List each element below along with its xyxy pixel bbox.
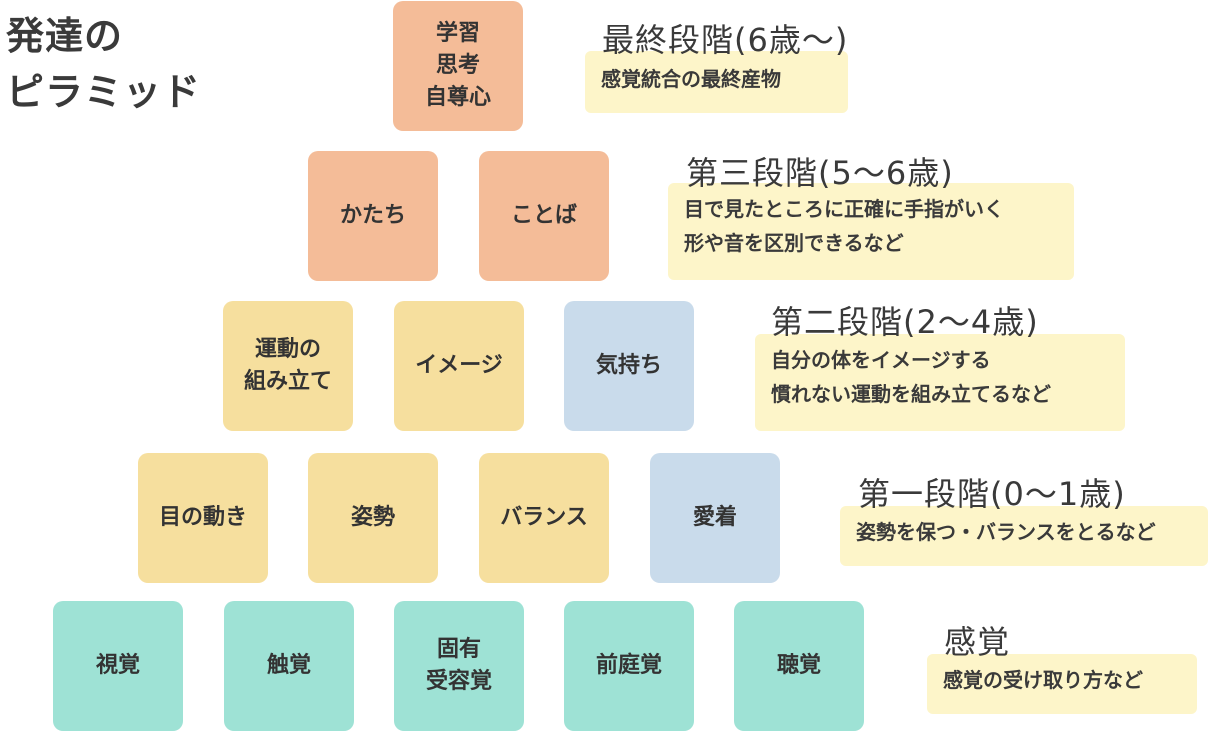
box-learning-thinking-self-esteem: 学習 思考 自尊心	[393, 1, 523, 131]
box-feelings: 気持ち	[564, 301, 694, 431]
note-final-stage: 感覚統合の最終産物	[585, 51, 848, 113]
note-second-line-2: 慣れない運動を組み立てるなど	[771, 382, 1051, 406]
stage-title-third: 第三段階(5〜6歳)	[686, 154, 954, 192]
box-touch: 触覚	[224, 601, 354, 731]
box-eye-movement: 目の動き	[138, 453, 268, 583]
note-first-line-1: 姿勢を保つ・バランスをとるなど	[856, 520, 1156, 544]
note-third-stage: 目で見たところに正確に手指がいく 形や音を区別できるなど	[668, 183, 1074, 280]
note-third-line-2: 形や音を区別できるなど	[684, 231, 904, 255]
box-hearing: 聴覚	[734, 601, 864, 731]
box-shapes: かたち	[308, 151, 438, 281]
title-line-2: ピラミッド	[6, 70, 202, 114]
stage-title-senses: 感覚	[944, 623, 1011, 661]
note-senses: 感覚の受け取り方など	[927, 654, 1197, 714]
stage-title-final: 最終段階(6歳〜)	[602, 21, 849, 59]
box-vestibular: 前庭覚	[564, 601, 694, 731]
stage-title-second: 第二段階(2〜4歳)	[771, 303, 1039, 341]
box-vision: 視覚	[53, 601, 183, 731]
title-line-1: 発達の	[6, 14, 124, 58]
box-words: ことば	[479, 151, 609, 281]
note-second-stage: 自分の体をイメージする 慣れない運動を組み立てるなど	[755, 334, 1125, 431]
box-motor-planning: 運動の 組み立て	[223, 301, 353, 431]
box-balance: バランス	[479, 453, 609, 583]
box-posture: 姿勢	[308, 453, 438, 583]
stage-title-first: 第一段階(0〜1歳)	[858, 475, 1126, 513]
box-proprioception: 固有 受容覚	[394, 601, 524, 731]
note-senses-line-1: 感覚の受け取り方など	[943, 668, 1143, 692]
note-first-stage: 姿勢を保つ・バランスをとるなど	[840, 506, 1208, 566]
note-third-line-1: 目で見たところに正確に手指がいく	[684, 197, 1004, 221]
note-final-line-1: 感覚統合の最終産物	[601, 67, 781, 91]
box-image: イメージ	[394, 301, 524, 431]
box-attachment: 愛着	[650, 453, 780, 583]
diagram-title: 発達の ピラミッド	[6, 8, 201, 120]
note-second-line-1: 自分の体をイメージする	[771, 348, 991, 372]
